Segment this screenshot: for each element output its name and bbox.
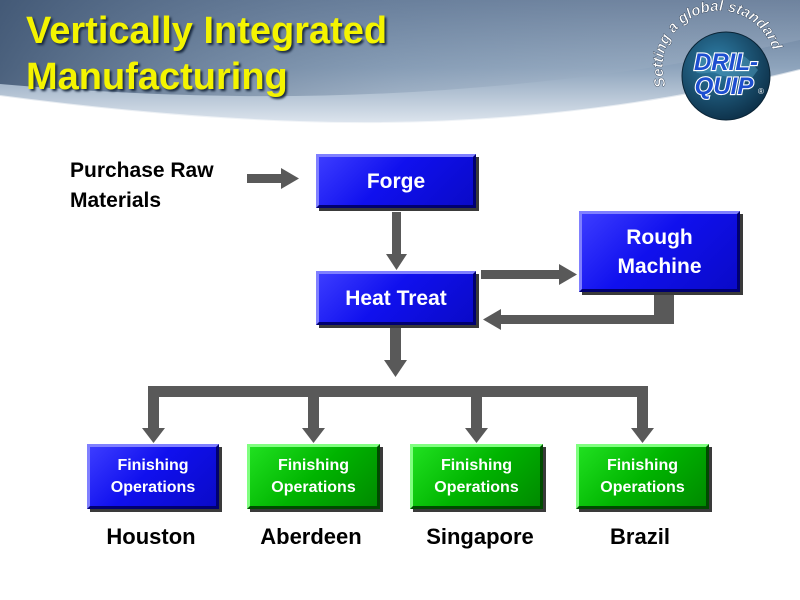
rough-line-1: Rough (626, 225, 693, 249)
arrow-to-brazil (631, 386, 654, 443)
title-line-2: Manufacturing (26, 56, 288, 98)
purchase-line-1: Purchase Raw (70, 159, 214, 182)
title-line-1: Vertically Integrated (26, 10, 388, 52)
forge-label: Forge (366, 169, 426, 193)
logo-name-line-1: DRIL- (694, 49, 758, 76)
finishing-box-houston: Finishing Operations (87, 444, 219, 509)
arrow-to-aberdeen (302, 386, 325, 443)
logo-name-line-2: QUIP (695, 73, 755, 100)
arrow-heat-treat-to-rough-machine (481, 264, 577, 285)
finishing-box-brazil: Finishing Operations (576, 444, 709, 509)
heat-treat-label: Heat Treat (345, 286, 447, 310)
location-aberdeen: Aberdeen (260, 524, 362, 549)
arrow-rough-machine-to-heat-treat (483, 293, 674, 330)
arrow-forge-to-heat-treat (386, 212, 407, 270)
finishing-line-1: Finishing (440, 456, 513, 474)
forge-box: Forge (316, 154, 476, 208)
finishing-line-2: Operations (434, 478, 519, 496)
finishing-line-1: Finishing (606, 456, 679, 474)
header-background (0, 0, 800, 125)
logo-registered-mark: ® (758, 87, 764, 96)
location-brazil: Brazil (610, 524, 670, 549)
location-singapore: Singapore (426, 524, 534, 549)
arrow-to-singapore (465, 386, 488, 443)
slide-title: Vertically Integrated Manufacturing (26, 8, 387, 100)
heat-treat-box: Heat Treat (316, 271, 476, 325)
distribution-bar (149, 386, 648, 397)
arrow-to-houston (142, 386, 165, 443)
finishing-label: Finishing Operations (434, 455, 518, 499)
arrow-purchase-to-forge (247, 168, 299, 189)
finishing-box-singapore: Finishing Operations (410, 444, 543, 509)
finishing-label: Finishing Operations (600, 455, 684, 499)
arrow-heat-treat-down (384, 328, 407, 377)
finishing-box-aberdeen: Finishing Operations (247, 444, 380, 509)
purchase-raw-materials-label: Purchase Raw Materials (70, 156, 214, 216)
rough-machine-label: Rough Machine (617, 223, 701, 281)
finishing-label: Finishing Operations (271, 455, 355, 499)
finishing-line-2: Operations (110, 478, 196, 496)
finishing-line-1: Finishing (277, 456, 350, 474)
location-houston: Houston (106, 524, 196, 549)
purchase-line-2: Materials (70, 189, 162, 212)
finishing-line-2: Operations (600, 478, 685, 496)
finishing-line-2: Operations (271, 478, 356, 496)
dril-quip-logo: Setting a global standard DRIL- QUIP ® (649, 0, 786, 121)
finishing-label: Finishing Operations (111, 455, 195, 499)
rough-machine-box: Rough Machine (579, 211, 740, 292)
finishing-line-1: Finishing (117, 456, 189, 474)
rough-line-2: Machine (617, 254, 702, 278)
